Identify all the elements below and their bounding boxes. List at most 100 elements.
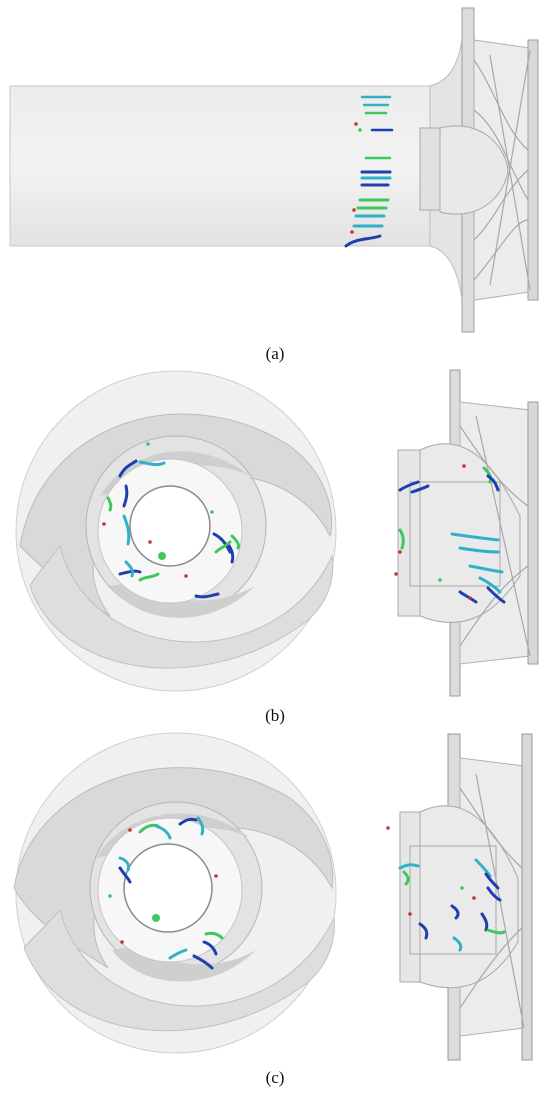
particle-streak xyxy=(398,480,420,492)
impeller-front-view xyxy=(13,732,337,1054)
particle-streak xyxy=(402,870,410,886)
panel-a xyxy=(0,0,550,340)
particle-streak xyxy=(486,586,506,604)
particle-streak xyxy=(398,863,420,870)
particle-dot xyxy=(468,596,472,600)
caption-b: (b) xyxy=(265,706,285,725)
particle-clusters xyxy=(118,816,224,970)
particle-dot xyxy=(462,464,466,468)
particle-streak xyxy=(486,928,506,935)
particle-dot xyxy=(128,828,132,832)
particle-streak xyxy=(204,931,224,940)
particle-streak xyxy=(124,560,134,578)
particle-streak xyxy=(452,936,463,952)
panel-b xyxy=(0,366,550,700)
particle-streak xyxy=(482,466,492,484)
particle-streak xyxy=(178,817,198,826)
side-particles xyxy=(398,858,506,952)
hub-cone xyxy=(419,805,519,989)
impeller-side-view xyxy=(394,369,539,697)
particle-streak xyxy=(484,872,500,890)
particle-streak xyxy=(486,474,500,492)
particle-dot xyxy=(158,552,166,560)
particle-dot xyxy=(214,874,218,878)
particle-dot xyxy=(358,128,362,132)
volute-spiral xyxy=(13,767,334,969)
particle-streak xyxy=(138,572,160,582)
particle-streak xyxy=(118,459,138,478)
impeller-side-view xyxy=(386,733,533,1061)
shaft-hub xyxy=(129,485,211,567)
particle-streak xyxy=(474,858,492,878)
impeller-views-b xyxy=(15,369,539,697)
particle-streak xyxy=(202,940,218,956)
particle-streak xyxy=(450,904,460,920)
particle-dot xyxy=(184,574,188,578)
particle-dot xyxy=(108,894,112,898)
particle-streak xyxy=(106,496,113,512)
particle-streak xyxy=(122,514,131,546)
particle-dot xyxy=(120,940,124,944)
particle-streak xyxy=(230,534,240,550)
hub-cone xyxy=(419,443,521,623)
particle-trajectories xyxy=(344,95,394,248)
particle-dot xyxy=(210,510,214,514)
particle-dot xyxy=(398,550,402,554)
particle-streak xyxy=(486,886,502,902)
particle-streak xyxy=(192,954,214,970)
particle-streak xyxy=(212,532,232,554)
particle-streak xyxy=(118,569,142,576)
particle-streak xyxy=(344,234,382,248)
particle-clusters xyxy=(106,459,240,599)
particle-streak xyxy=(458,590,478,604)
inlet-pipe xyxy=(9,85,441,247)
particle-streak xyxy=(118,866,132,884)
panel-c xyxy=(0,728,550,1066)
volute-spiral xyxy=(29,544,334,669)
impeller-blades xyxy=(473,49,531,291)
particle-dot xyxy=(438,578,442,582)
particle-dot xyxy=(148,540,152,544)
impeller-views-c xyxy=(13,732,533,1061)
volute-spiral xyxy=(19,413,333,617)
particle-dot xyxy=(408,912,412,916)
particle-streak xyxy=(214,540,232,554)
particle-dot xyxy=(152,914,160,922)
impeller-front-view xyxy=(15,370,337,692)
particle-dot xyxy=(394,572,398,576)
particle-streak xyxy=(480,912,489,932)
particle-streak xyxy=(450,532,500,542)
pipe-impeller-side-view xyxy=(9,7,539,333)
side-blades xyxy=(459,415,531,657)
particle-dot xyxy=(146,442,150,446)
particle-streak xyxy=(122,484,129,508)
shaft-bore xyxy=(409,845,497,955)
volute-spiral xyxy=(23,908,335,1032)
particle-streak xyxy=(398,528,405,550)
particle-dot xyxy=(354,122,358,126)
particle-streak xyxy=(226,542,235,564)
particle-streak xyxy=(418,922,429,940)
particle-dot xyxy=(386,826,390,830)
particle-dot xyxy=(350,230,354,234)
particle-streak xyxy=(478,576,502,594)
particle-streak xyxy=(468,564,504,574)
caption-c: (c) xyxy=(265,1068,285,1087)
particle-dot xyxy=(472,896,476,900)
particle-streak xyxy=(154,824,172,840)
shaft-bore xyxy=(409,481,501,587)
particle-dot xyxy=(102,522,106,526)
particle-streak xyxy=(168,948,188,960)
particle-streak xyxy=(118,856,130,872)
particle-streak xyxy=(196,816,205,836)
back-shroud xyxy=(527,401,539,665)
side-particles xyxy=(398,466,506,604)
back-shroud xyxy=(521,733,533,1061)
particle-dot xyxy=(460,886,464,890)
particle-streak xyxy=(138,460,166,467)
caption-a: (a) xyxy=(265,344,285,363)
particle-streak xyxy=(194,592,220,599)
particle-streak xyxy=(410,484,430,494)
impeller-hub-dome xyxy=(439,125,509,215)
particle-dot xyxy=(352,208,356,212)
